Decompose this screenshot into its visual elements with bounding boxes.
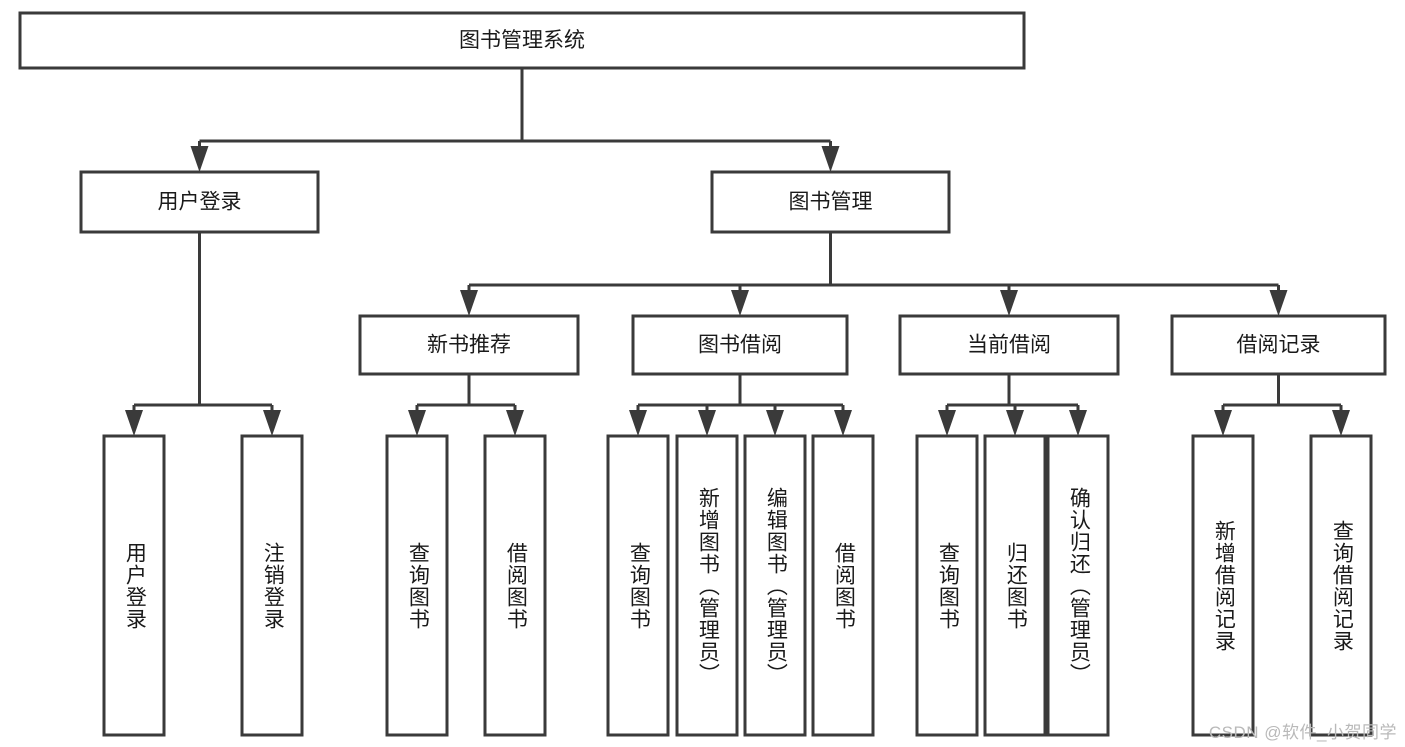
node-box-leaf-confirm-return[interactable] <box>1046 434 1110 737</box>
node-box-leaf-user-login[interactable] <box>102 434 166 737</box>
arrow-head-icon <box>629 410 647 436</box>
node-box-leaf-logout[interactable] <box>240 434 304 737</box>
node-box-leaf-add-record[interactable] <box>1191 434 1255 737</box>
node-label-book-borrow: 图书借阅 <box>698 334 782 357</box>
node-box-leaf-borrow-book-1[interactable] <box>483 434 547 737</box>
node-label-borrow-record: 借阅记录 <box>1237 334 1321 357</box>
arrow-head-icon <box>506 410 524 436</box>
node-box-leaf-add-book[interactable] <box>675 434 739 737</box>
arrow-head-icon <box>938 410 956 436</box>
arrow-head-icon <box>698 410 716 436</box>
node-box-leaf-return-book[interactable] <box>983 434 1047 737</box>
arrow-head-icon <box>125 410 143 436</box>
node-box-book-manage[interactable] <box>710 170 951 234</box>
arrow-head-icon <box>1214 410 1232 436</box>
arrow-head-icon <box>190 146 209 172</box>
node-label-user-login: 用户登录 <box>158 191 242 214</box>
node-box-borrow-record[interactable] <box>1170 314 1387 376</box>
edges-layer <box>125 68 1350 436</box>
node-box-leaf-query-book-3[interactable] <box>915 434 979 737</box>
node-box-book-borrow[interactable] <box>631 314 849 376</box>
watermark: CSDN @软件_小贺同学 <box>1208 723 1397 742</box>
node-box-new-book-rec[interactable] <box>358 314 580 376</box>
node-box-root[interactable] <box>18 11 1026 70</box>
arrow-head-icon <box>1069 410 1087 436</box>
node-box-leaf-edit-book[interactable] <box>743 434 807 737</box>
node-label-new-book-rec: 新书推荐 <box>427 334 511 357</box>
arrow-head-icon <box>766 410 784 436</box>
node-label-root: 图书管理系统 <box>459 29 585 52</box>
arrow-head-icon <box>821 146 840 172</box>
arrow-head-icon <box>834 410 852 436</box>
arrow-head-icon <box>731 290 749 316</box>
node-box-leaf-query-book-1[interactable] <box>385 434 449 737</box>
arrow-head-icon <box>1269 290 1288 316</box>
node-label-book-manage: 图书管理 <box>789 191 873 214</box>
arrow-head-icon <box>1332 410 1350 436</box>
arrow-head-icon <box>408 410 426 436</box>
node-label-current-borrow: 当前借阅 <box>967 334 1051 357</box>
node-box-current-borrow[interactable] <box>898 314 1120 376</box>
arrow-head-icon <box>1000 290 1018 316</box>
node-box-user-login[interactable] <box>79 170 320 234</box>
arrow-head-icon <box>460 290 478 316</box>
node-box-leaf-borrow-book-2[interactable] <box>811 434 875 737</box>
node-box-leaf-query-book-2[interactable] <box>606 434 670 737</box>
arrow-head-icon <box>1006 410 1024 436</box>
arrow-head-icon <box>263 410 281 436</box>
node-box-leaf-query-record[interactable] <box>1309 434 1373 737</box>
boxes-layer <box>18 11 1387 737</box>
